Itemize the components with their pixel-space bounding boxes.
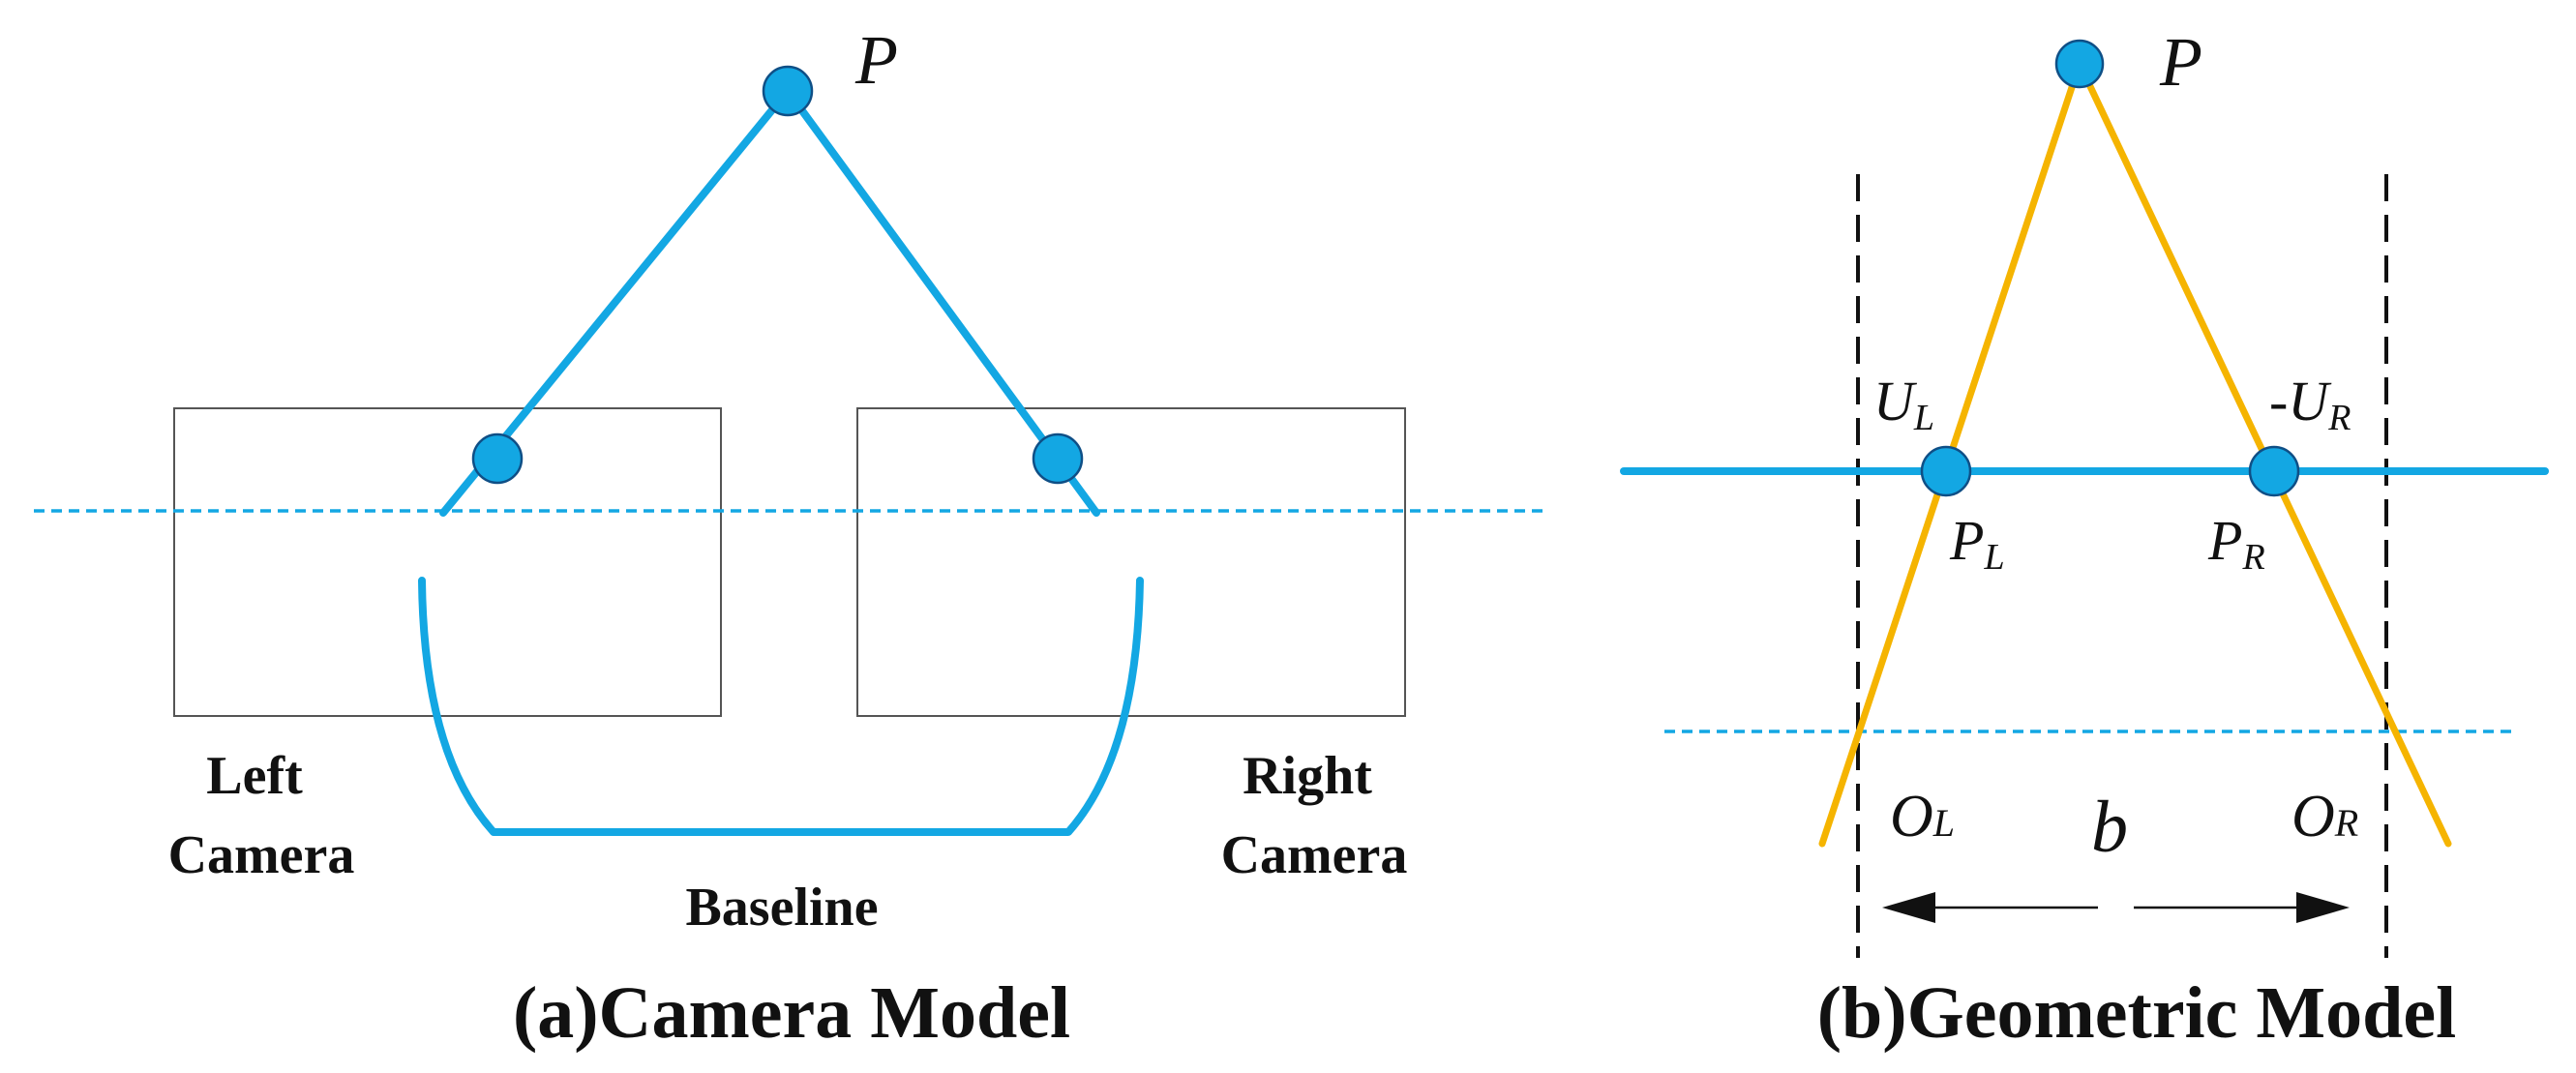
camera-model-panel: P Left Camera Right Camera Baseline (a)C… xyxy=(34,21,1543,1054)
left-camera-label-line2: Camera xyxy=(168,825,355,885)
baseline-bracket xyxy=(418,577,1144,836)
pl-label: PL xyxy=(1949,509,2005,578)
pr-label: PR xyxy=(2207,509,2265,578)
baseline-arrow-right xyxy=(2134,892,2350,923)
right-projection-marker xyxy=(1032,432,1084,485)
left-camera-label-line1: Left xyxy=(206,746,303,806)
right-camera-box xyxy=(856,407,1406,717)
ol-label: OL xyxy=(1890,784,1955,849)
left-camera-label: Left Camera xyxy=(168,746,355,885)
baseline-arrow-left xyxy=(1882,892,2098,923)
or-label: OR xyxy=(2291,784,2358,849)
left-camera-box xyxy=(173,407,722,717)
right-camera-label: Right Camera xyxy=(1221,746,1408,885)
point-pr-marker xyxy=(2248,445,2300,497)
point-p-label: P xyxy=(854,21,898,99)
point-pl-marker xyxy=(1920,445,1972,497)
geometric-model-panel: P UL -UR PL PR OL OR b (b)Geometric Mode… xyxy=(1620,23,2549,1054)
baseline-label: Baseline xyxy=(685,878,878,938)
left-projection-marker xyxy=(471,432,524,485)
point-p-marker xyxy=(762,65,814,117)
right-camera-label-line1: Right xyxy=(1243,746,1372,806)
ul-label: UL xyxy=(1873,370,1934,438)
baseline-b-label: b xyxy=(2091,787,2128,868)
geometric-model-caption: (b)Geometric Model xyxy=(1817,972,2457,1054)
point-p-label: P xyxy=(2159,23,2202,101)
camera-model-caption: (a)Camera Model xyxy=(513,972,1070,1054)
right-camera-label-line2: Camera xyxy=(1221,825,1408,885)
point-p-marker xyxy=(2054,39,2105,89)
neg-ur-label: -UR xyxy=(2269,370,2351,438)
